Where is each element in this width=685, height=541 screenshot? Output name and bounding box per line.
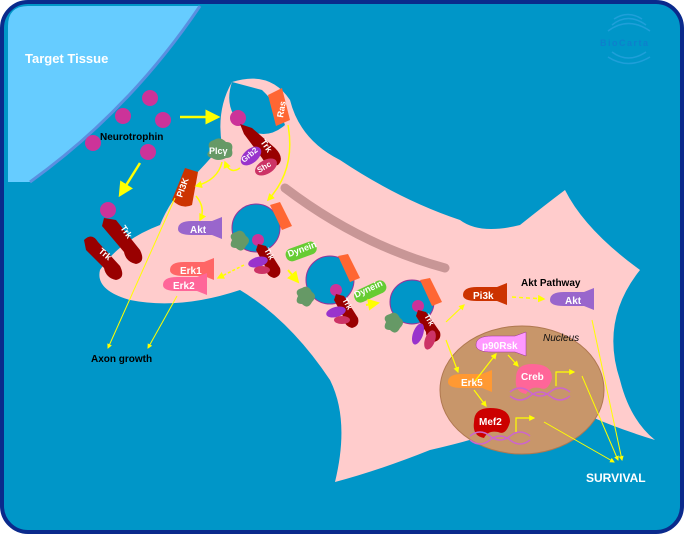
akt-protein-left: Akt <box>178 217 222 239</box>
signaling-endosome-3: Trk <box>384 278 442 350</box>
ras-label: Ras <box>275 100 288 118</box>
neurotrophin-molecule <box>115 108 131 124</box>
shc-protein: Shc <box>255 158 277 176</box>
creb-label: Creb <box>521 372 544 383</box>
transcription-arrow <box>515 415 536 432</box>
signal-arrow <box>445 339 460 374</box>
erk2-label: Erk2 <box>173 281 195 292</box>
akt-left-label: Akt <box>190 225 207 236</box>
survival-arrow <box>591 319 624 461</box>
pi3k-protein-lower: Pi3k <box>463 283 507 305</box>
binding-arrow <box>118 162 142 198</box>
erk2-protein: Erk2 <box>163 273 207 295</box>
dna-strand <box>469 431 531 441</box>
axon-growth-label: Axon growth <box>91 354 152 365</box>
transport-arrow <box>286 269 300 284</box>
signal-arrow <box>511 294 546 303</box>
signal-arrow <box>194 161 223 189</box>
neurotrophin-molecule <box>142 90 158 106</box>
transcription-arrow <box>555 369 576 386</box>
neurotrophin-molecule <box>155 112 171 128</box>
target-tissue-label: Target Tissue <box>25 51 108 66</box>
target-tissue-region <box>8 6 200 182</box>
neurotrophin-molecule <box>85 135 101 151</box>
biocarta-wordmark: BioCarta <box>600 38 650 48</box>
signal-arrow <box>195 195 207 222</box>
axon-arrow <box>147 295 178 349</box>
transport-arrow <box>365 298 380 311</box>
survival-arrow <box>581 375 619 461</box>
survival-arrow <box>543 421 615 463</box>
trk-receptor-upper: Trk <box>230 110 281 166</box>
erk1-label: Erk1 <box>180 266 202 277</box>
signal-arrow <box>223 160 241 172</box>
mef2-label: Mef2 <box>479 417 502 428</box>
pi3k-protein-upper: PI3K <box>172 168 198 207</box>
akt-pathway-label: Akt Pathway <box>521 278 581 289</box>
signal-arrow <box>473 389 487 407</box>
signal-arrow <box>266 124 291 202</box>
akt-protein-right: Akt <box>550 288 594 310</box>
signal-arrow <box>507 354 519 367</box>
pi3k-lower-label: Pi3k <box>473 291 494 302</box>
signal-arrow <box>445 304 465 323</box>
mef2-protein: Mef2 <box>469 408 531 445</box>
biocarta-logo: BioCarta <box>600 13 651 65</box>
dna-strand <box>509 387 571 397</box>
erk5-protein: Erk5 <box>448 370 492 392</box>
signaling-endosome-2: Trk <box>296 254 360 328</box>
cytoskeleton-filament <box>280 183 450 273</box>
p90rsk-label: p90Rsk <box>482 341 518 352</box>
akt-right-label: Akt <box>565 296 582 307</box>
axon-arrow <box>107 197 176 349</box>
neurotrophin-label: Neurotrophin <box>100 132 163 143</box>
p90rsk-protein: p90Rsk <box>475 331 527 357</box>
erk5-label: Erk5 <box>461 378 483 389</box>
nucleus-label: Nucleus <box>543 333 579 344</box>
trk-receptor-left-1: Trk <box>100 202 143 264</box>
target-tissue-edge <box>29 5 202 184</box>
signaling-endosome-1: Trk <box>230 202 292 278</box>
neurotrophin-group <box>85 90 171 160</box>
plcg-protein: Plcγ <box>207 138 233 160</box>
ras-protein: Ras <box>268 88 290 126</box>
dna-strand <box>469 435 531 445</box>
neurotrophin-molecule <box>140 144 156 160</box>
dna-strand <box>509 391 571 401</box>
plcg-label: Plcγ <box>209 146 228 156</box>
erk1-protein: Erk1 <box>170 258 214 280</box>
creb-protein: Creb <box>509 364 571 401</box>
signal-arrow <box>474 353 497 382</box>
survival-label: SURVIVAL <box>586 471 646 485</box>
